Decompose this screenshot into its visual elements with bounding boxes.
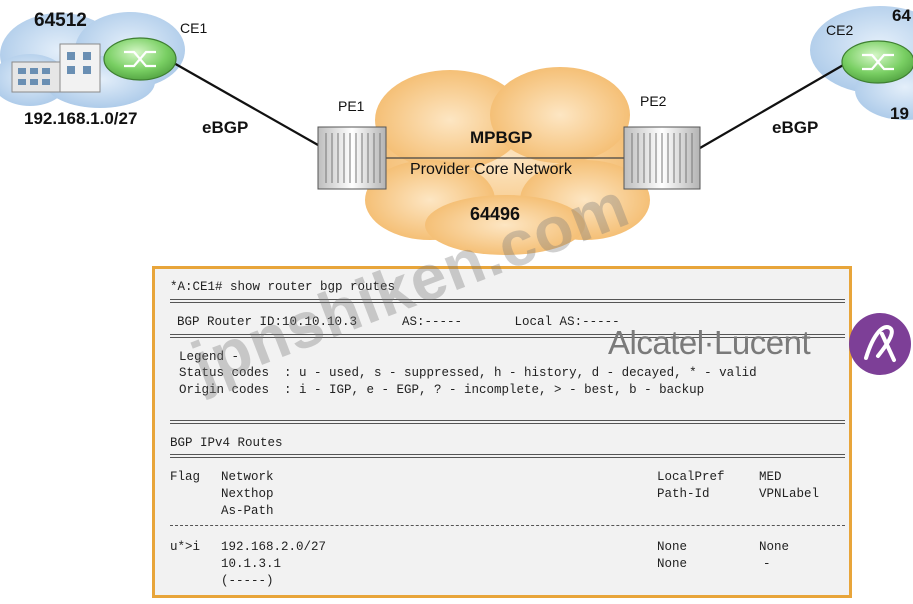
- pe2-router-icon: [623, 126, 701, 190]
- route-network: 192.168.2.0/27: [221, 540, 327, 554]
- divider: [170, 299, 845, 303]
- core-as-number: 64496: [470, 204, 521, 224]
- provider-core-cloud: [365, 67, 650, 255]
- ce2-as-number: 64: [892, 6, 911, 25]
- origin-codes-line: Origin codes : i - IGP, e - EGP, ? - inc…: [179, 383, 705, 397]
- column-header-network: Network: [221, 470, 274, 484]
- route-path-id: None: [657, 557, 688, 571]
- core-protocol-label: MPBGP: [470, 128, 533, 147]
- building-icon: [11, 43, 101, 93]
- route-as-path: (-----): [221, 574, 274, 588]
- ebgp-left-label: eBGP: [202, 118, 249, 137]
- ce1-label: CE1: [180, 20, 208, 36]
- divider: [170, 454, 845, 458]
- divider: [170, 334, 845, 338]
- route-med: None: [759, 540, 790, 554]
- alcatel-lucent-logo-text: Alcatel·Lucent: [608, 324, 811, 361]
- column-header-flag: Flag: [170, 470, 201, 484]
- ce2-router-icon: [841, 40, 913, 84]
- pe2-label: PE2: [640, 93, 667, 109]
- route-nexthop: 10.1.3.1: [221, 557, 282, 571]
- pe1-router-icon: [317, 126, 387, 190]
- ebgp-link-right: [699, 63, 846, 149]
- alcatel-lucent-logo-icon: [849, 313, 911, 375]
- core-network-name: Provider Core Network: [410, 161, 572, 178]
- column-header-localpref: LocalPref: [657, 470, 725, 484]
- ce2-label: CE2: [826, 22, 854, 38]
- ce1-subnet: 192.168.1.0/27: [24, 109, 138, 128]
- divider: [170, 525, 845, 526]
- status-codes-line: Status codes : u - used, s - suppressed,…: [179, 366, 757, 380]
- ebgp-right-label: eBGP: [772, 118, 819, 137]
- ce2-subnet: 19: [890, 104, 909, 123]
- cli-prompt-line: *A:CE1# show router bgp routes: [170, 280, 396, 294]
- column-header-as-path: As-Path: [221, 504, 274, 518]
- column-header-vpnlabel: VPNLabel: [759, 487, 820, 501]
- route-localpref: None: [657, 540, 688, 554]
- ebgp-link-left: [171, 61, 319, 146]
- column-header-nexthop: Nexthop: [221, 487, 274, 501]
- route-flag: u*>i: [170, 540, 201, 554]
- column-header-med: MED: [759, 470, 782, 484]
- legend-title: Legend -: [179, 350, 240, 364]
- section-title: BGP IPv4 Routes: [170, 436, 283, 450]
- ce1-router-icon: [103, 37, 177, 81]
- pe1-label: PE1: [338, 98, 365, 114]
- column-header-path-id: Path-Id: [657, 487, 710, 501]
- route-vpnlabel: -: [763, 557, 771, 571]
- cli-output-panel: *A:CE1# show router bgp routes BGP Route…: [152, 266, 852, 598]
- ce1-as-number: 64512: [34, 10, 87, 31]
- bgp-router-id-line: BGP Router ID:10.10.10.3 AS:----- Local …: [177, 315, 620, 329]
- divider: [170, 420, 845, 424]
